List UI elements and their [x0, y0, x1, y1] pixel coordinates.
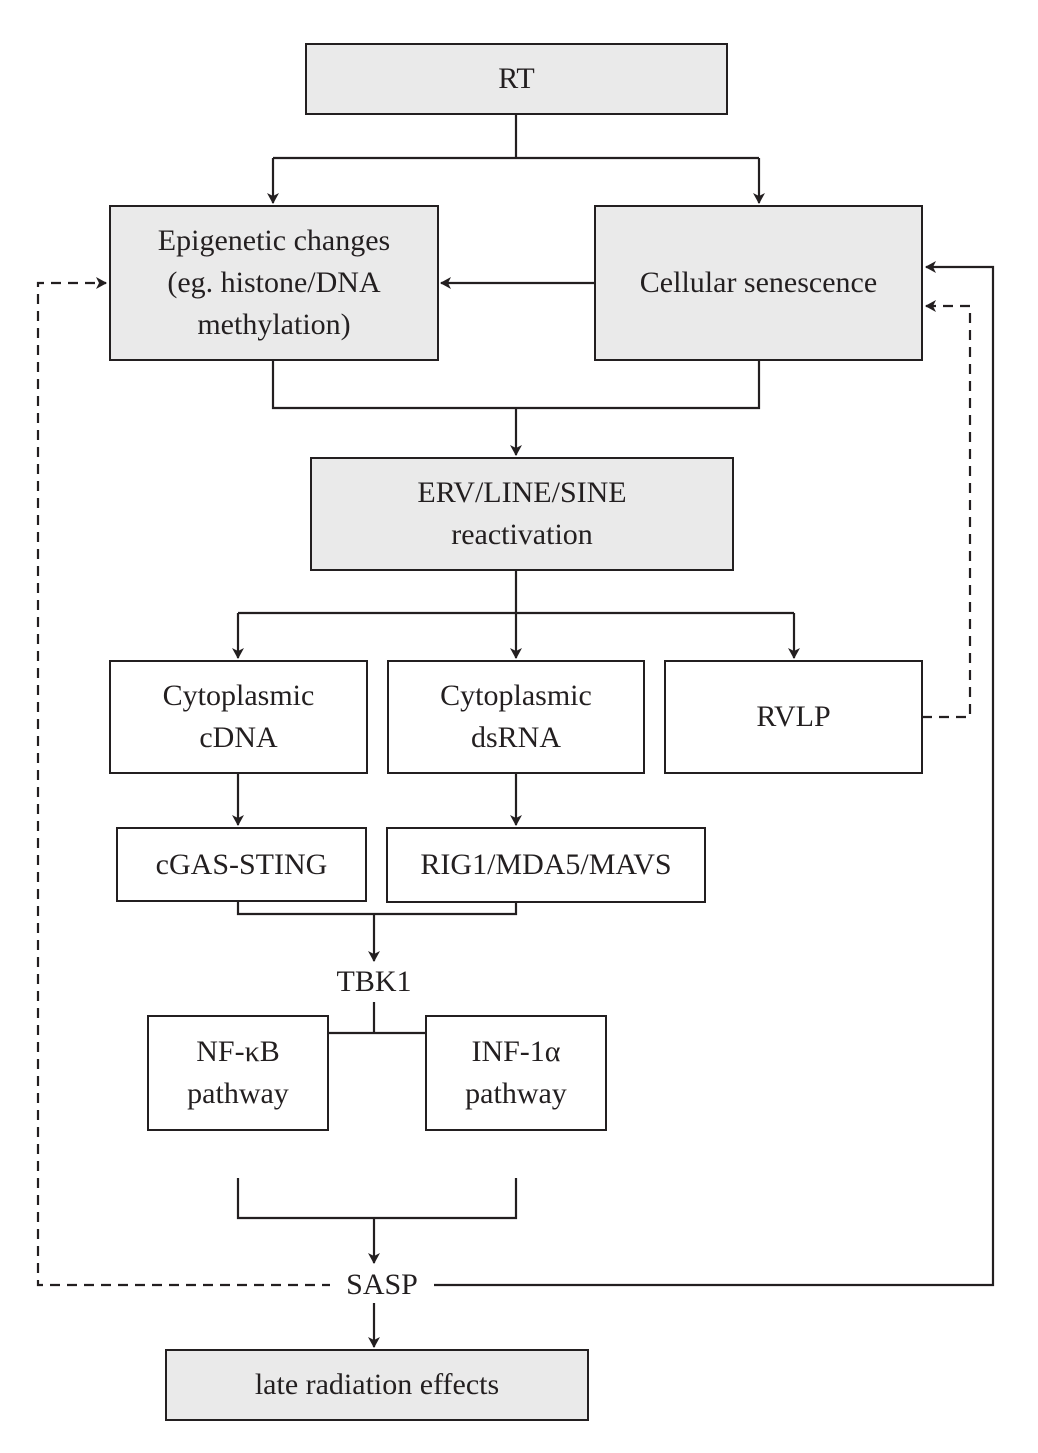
node-tbk1: TBK1 — [322, 964, 426, 1000]
node-sasp: SASP — [330, 1267, 434, 1303]
node-epigenetic-changes: Epigenetic changes (eg. histone/DNA meth… — [109, 205, 439, 361]
node-erv-reactivation: ERV/LINE/SINE reactivation — [310, 457, 734, 571]
node-nfkb-pathway: NF-κB pathway — [147, 1015, 329, 1131]
connector-erv-split — [238, 570, 794, 615]
connector-rt-split — [273, 114, 759, 160]
node-cgas-sting: cGAS-STING — [116, 827, 367, 902]
node-rt: RT — [305, 43, 728, 115]
node-late-radiation-effects: late radiation effects — [165, 1349, 589, 1421]
node-dsrna-line-2: dsRNA — [470, 721, 561, 754]
node-inf-line-1: INF-1α — [471, 1035, 561, 1068]
node-late-label: late radiation effects — [254, 1368, 500, 1401]
node-erv-line-2: reactivation — [451, 518, 593, 551]
node-epigenetic-line-3: methylation) — [197, 308, 351, 341]
arrow-rvlp-feedback-senescence — [922, 300, 972, 719]
node-nfkb-line-2: pathway — [187, 1077, 289, 1110]
node-inf-pathway: INF-1α pathway — [425, 1015, 607, 1131]
connector-pathway-merge — [236, 1178, 518, 1220]
node-rig-label: RIG1/MDA5/MAVS — [420, 848, 672, 881]
node-cdna-line-2: cDNA — [199, 721, 278, 754]
node-rig1-mda5-mavs: RIG1/MDA5/MAVS — [386, 827, 706, 903]
connector-merge-to-erv — [271, 360, 761, 410]
node-rvlp-label: RVLP — [756, 700, 831, 733]
node-epigenetic-line-1: Epigenetic changes — [157, 224, 391, 257]
node-rt-label: RT — [498, 62, 535, 95]
node-cdna-line-1: Cytoplasmic — [162, 679, 315, 712]
connector-merge-to-tbk1 — [236, 900, 518, 916]
node-nfkb-line-1: NF-κB — [196, 1035, 280, 1068]
node-inf-line-2: pathway — [465, 1077, 567, 1110]
node-cytoplasmic-cdna: Cytoplasmic cDNA — [109, 660, 368, 774]
connector-tbk1-branch — [328, 1002, 426, 1035]
node-erv-line-1: ERV/LINE/SINE — [417, 476, 627, 509]
node-cellular-senescence: Cellular senescence — [594, 205, 923, 361]
node-cytoplasmic-dsrna: Cytoplasmic dsRNA — [387, 660, 645, 774]
node-rvlp: RVLP — [664, 660, 923, 774]
node-senescence-label: Cellular senescence — [639, 266, 878, 299]
arrow-sasp-feedback-epigenetic — [36, 277, 332, 1287]
node-cgas-label: cGAS-STING — [155, 847, 328, 881]
node-epigenetic-line-2: (eg. histone/DNA — [167, 266, 381, 299]
arrow-sasp-feedback-senescence — [434, 261, 995, 1287]
node-dsrna-line-1: Cytoplasmic — [440, 679, 592, 712]
